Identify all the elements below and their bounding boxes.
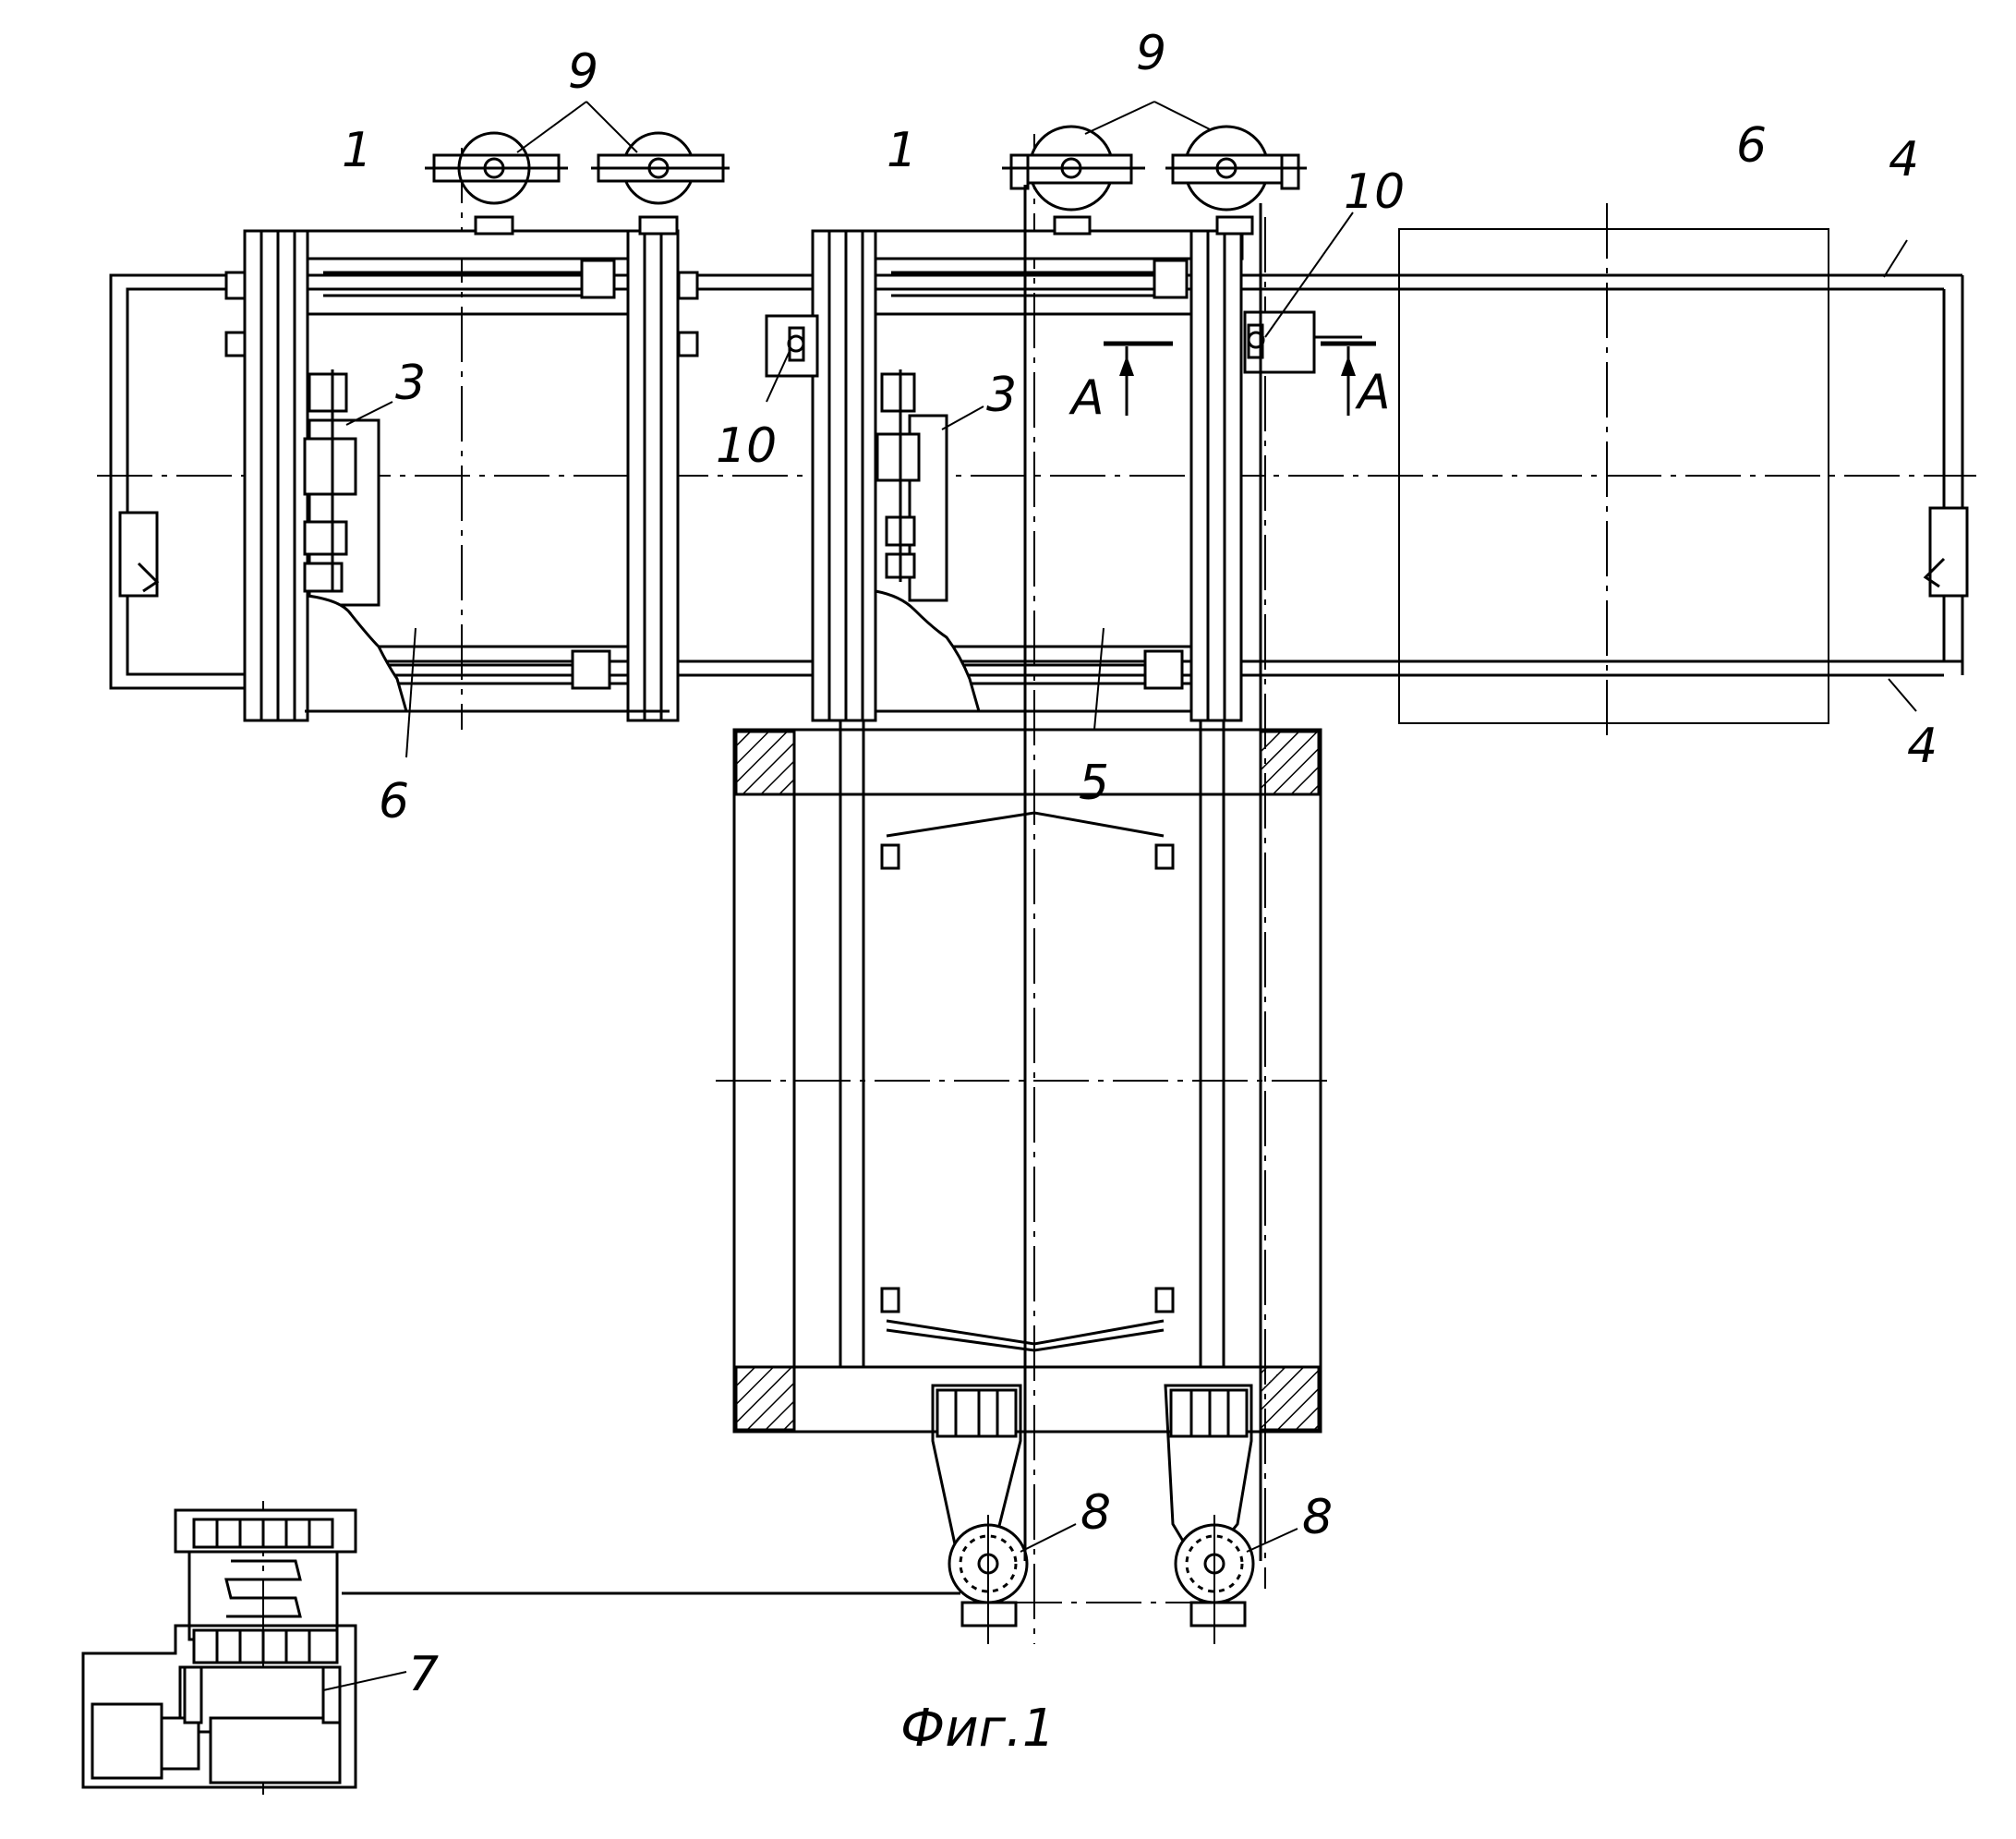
figure-caption: Фиг.1: [900, 1699, 1055, 1759]
label-sheave-left: 8: [1080, 1485, 1111, 1541]
pulleys: [425, 127, 1307, 234]
label-mold-left: 6: [379, 774, 409, 829]
pulley-3: [1002, 127, 1145, 234]
label-kiln: 5: [1079, 756, 1109, 811]
sheave-right: [1165, 1385, 1253, 1644]
chamber: [734, 720, 1321, 1432]
label-rails-bottom: 4: [1907, 719, 1938, 774]
label-stop-right: 10: [1344, 164, 1405, 220]
label-pulleys-right: 9: [1136, 26, 1166, 81]
label-section-left: A: [1068, 370, 1105, 426]
sheaves: [342, 185, 1261, 1644]
label-stop-left: 10: [716, 418, 777, 474]
labels: 9 9 1 1 3 3 10 10 A A 6 6 5 4 4 8 8: [323, 26, 1938, 1759]
label-unit-left: 3: [395, 356, 426, 411]
drive: [83, 1510, 356, 1787]
center-lines: [97, 134, 1976, 1801]
pulley-4: [1165, 127, 1307, 234]
label-rails-top: 4: [1889, 132, 1919, 188]
label-mold-right: 6: [1736, 118, 1767, 174]
label-frame-left: 1: [342, 123, 372, 178]
label-unit-center: 3: [986, 368, 1017, 423]
label-section-right: A: [1355, 365, 1391, 420]
pulley-2: [591, 133, 730, 234]
pulley-1: [425, 133, 568, 234]
label-drive: 7: [408, 1647, 439, 1702]
sheave-left: [933, 1385, 1027, 1644]
label-sheave-right: 8: [1302, 1490, 1333, 1545]
label-pulleys-left: 9: [568, 44, 598, 100]
label-frame-center: 1: [887, 123, 917, 178]
